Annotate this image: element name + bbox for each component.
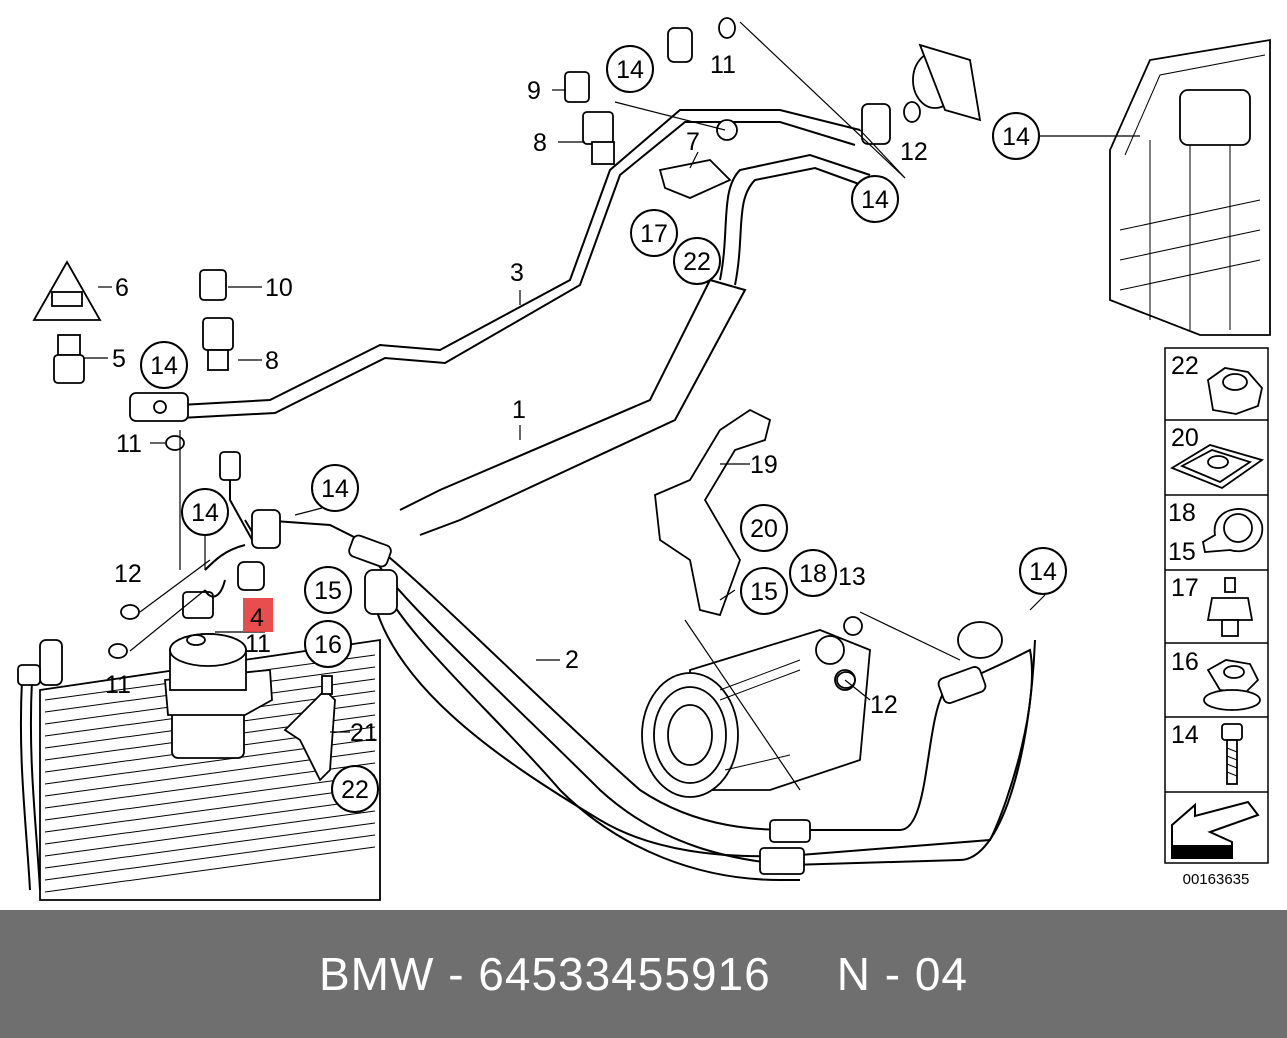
parts-legend: 22 20 18 15 17 [1164, 347, 1269, 888]
svg-text:14: 14 [150, 352, 178, 380]
svg-text:14: 14 [1002, 123, 1030, 151]
bubble-14-top: 14 [606, 45, 654, 93]
bubble-15-left: 15 [304, 566, 352, 614]
hose-2 [259, 519, 1036, 881]
callout-8-left: 8 [265, 347, 279, 375]
svg-text:17: 17 [1171, 574, 1199, 602]
bracket-21 [283, 675, 336, 782]
svg-text:15: 15 [750, 578, 778, 606]
drawing-number: 00163635 [1183, 871, 1250, 888]
bubble-14-left: 14 [140, 341, 188, 389]
callout-3: 3 [510, 259, 524, 287]
callout-6: 6 [115, 274, 129, 302]
bubble-14-dryer: 14 [181, 488, 229, 536]
callout-labels: 1 2 3 5 6 7 8 8 9 10 11 11 11 11 12 12 1… [105, 51, 928, 747]
bracket-19 [654, 408, 772, 617]
callout-4: 4 [250, 604, 264, 632]
bubble-22-top: 22 [673, 237, 721, 285]
callout-7: 7 [686, 128, 700, 156]
callout-9: 9 [527, 77, 541, 105]
warning-label-6 [32, 260, 102, 321]
callout-10: 10 [265, 274, 293, 302]
svg-text:15: 15 [314, 577, 342, 605]
svg-text:22: 22 [1171, 352, 1199, 380]
pipe-clamp-icon [1201, 508, 1264, 553]
svg-text:20: 20 [1171, 424, 1199, 452]
valve-8-top [582, 111, 615, 165]
svg-text:15: 15 [1168, 538, 1196, 566]
parts-diagram: 1 2 3 5 6 7 8 8 9 10 11 11 11 11 12 12 1… [17, 17, 1271, 901]
svg-text:18: 18 [1168, 499, 1196, 527]
callout-8-top: 8 [533, 129, 547, 157]
callout-5: 5 [112, 345, 126, 373]
bubble-18: 18 [789, 549, 837, 597]
callout-19: 19 [750, 451, 778, 479]
svg-text:17: 17 [640, 220, 668, 248]
legend-item-14: 14 [1171, 721, 1243, 785]
bubble-17: 17 [630, 209, 678, 257]
diagram-position: N - 04 [836, 948, 968, 1000]
callout-4-highlight: 4 [243, 598, 273, 632]
callout-2: 2 [565, 646, 579, 674]
callout-12-left: 12 [114, 560, 142, 588]
valve-8-left [202, 317, 234, 371]
svg-text:22: 22 [683, 248, 711, 276]
holder-7 [658, 159, 732, 199]
circled-callouts: 14 14 14 14 14 14 14 17 22 20 18 15 15 1… [140, 45, 1067, 813]
callout-11-dryer: 11 [245, 630, 271, 658]
cap-9 [564, 71, 590, 103]
svg-text:20: 20 [750, 515, 778, 543]
hose-1 [399, 153, 871, 536]
svg-text:14: 14 [191, 499, 219, 527]
cap-10 [199, 269, 227, 301]
rubber-mount-icon [1206, 577, 1254, 637]
screw-icon [1221, 723, 1243, 785]
callout-11-top: 11 [710, 51, 736, 79]
legend-item-20: 20 [1169, 424, 1265, 490]
fittings-cluster [129, 392, 281, 598]
legend-item-17: 17 [1171, 574, 1254, 637]
bubble-22-bottom: 22 [331, 765, 379, 813]
brand-part-number: BMW - 64533455916 [319, 948, 771, 1000]
legend-item-16: 16 [1171, 648, 1261, 711]
bubble-14-compressor: 14 [1019, 547, 1067, 595]
svg-text:22: 22 [341, 776, 369, 804]
svg-text:14: 14 [1029, 558, 1057, 586]
hex-nut-icon [1207, 367, 1263, 415]
bubble-14-right: 14 [992, 112, 1040, 160]
callout-21: 21 [350, 719, 378, 747]
svg-text:16: 16 [1171, 648, 1199, 676]
svg-text:14: 14 [861, 186, 889, 214]
svg-text:14: 14 [1171, 721, 1199, 749]
callout-1: 1 [512, 396, 526, 424]
bubble-14-hose: 14 [311, 464, 359, 512]
compressor [641, 629, 871, 798]
part-number-footer: BMW - 64533455916 N - 04 [0, 910, 1287, 1038]
svg-text:18: 18 [799, 560, 827, 588]
receiver-dryer [164, 591, 273, 759]
bubble-16: 16 [304, 620, 352, 668]
bubble-20: 20 [740, 504, 788, 552]
legend-item-22: 22 [1171, 352, 1263, 415]
callout-12-top: 12 [900, 138, 928, 166]
arrow-icon [1171, 800, 1260, 859]
legend-item-arrow [1171, 800, 1260, 859]
flange-14-top [667, 27, 891, 145]
bubble-14-mid: 14 [851, 175, 899, 223]
callout-11-left: 11 [116, 430, 142, 458]
pressure-switch-5 [53, 334, 85, 384]
bubble-15-bracket: 15 [740, 567, 788, 615]
svg-text:14: 14 [616, 56, 644, 84]
flange-nut-icon [1203, 659, 1261, 711]
callout-13: 13 [838, 563, 866, 591]
hose-3 [179, 109, 861, 419]
clip-nut-icon [1169, 444, 1265, 490]
callout-11-bottom: 11 [105, 671, 131, 699]
evaporator-housing [912, 38, 1271, 336]
callout-12-compressor: 12 [870, 691, 898, 719]
svg-text:14: 14 [321, 475, 349, 503]
svg-text:16: 16 [314, 631, 342, 659]
legend-item-18-15: 18 15 [1168, 499, 1264, 566]
